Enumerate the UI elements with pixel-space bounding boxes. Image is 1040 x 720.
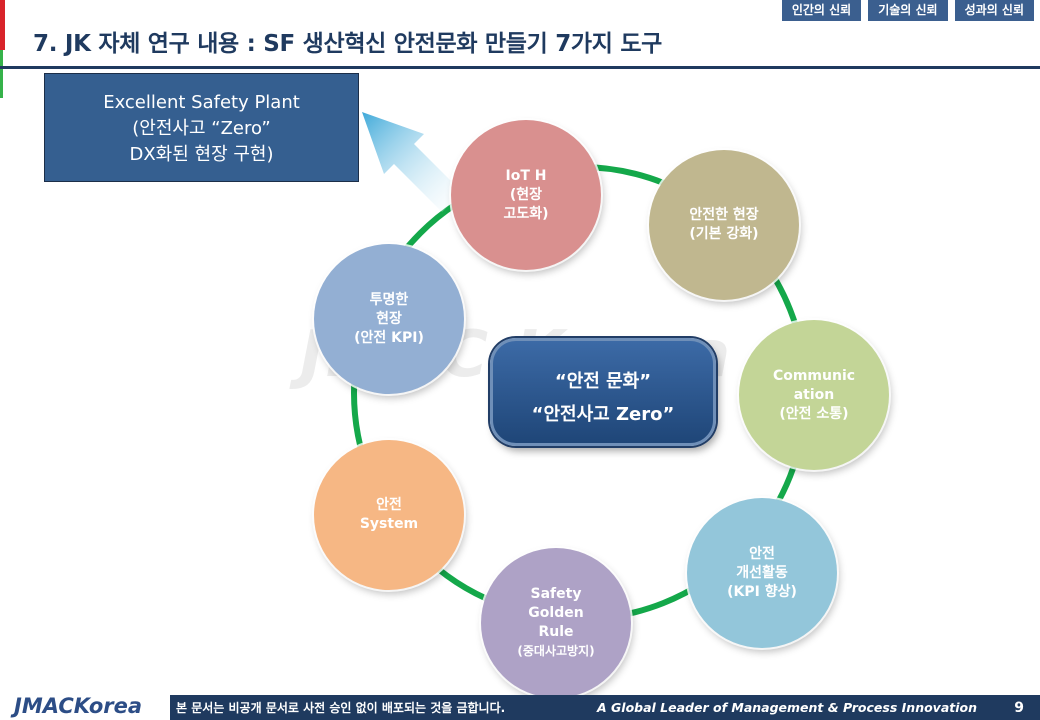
node-safe-site: 안전한 현장 (기본 강화) [649, 150, 799, 300]
node-transparent-site-line-2: 현장 [376, 310, 402, 327]
accent-bar-red [0, 0, 5, 50]
title-divider [0, 66, 1040, 69]
node-golden-rule-line-1: Safety [530, 586, 582, 602]
node-improvement-line-1: 안전 [749, 545, 775, 562]
page-title: 7. JK 자체 연구 내용 : SF 생산혁신 안전문화 만들기 7가지 도구 [33, 31, 663, 57]
company-tagline: A Global Leader of Management & Process … [597, 700, 978, 715]
callout-line-2: (안전사고 “Zero” [132, 118, 271, 139]
node-improvement: 안전 개선활동 (KPI 향상) [687, 498, 837, 648]
header-tabs: 인간의 신뢰 기술의 신뢰 성과의 신뢰 [781, 0, 1034, 21]
node-safe-site-line-1: 안전한 현장 [689, 207, 759, 223]
callout-line-1: Excellent Safety Plant [103, 92, 300, 113]
node-transparent-site: 투명한 현장 (안전 KPI) [314, 244, 464, 394]
node-safety-system-line-2: System [359, 516, 419, 532]
tab-performance-trust[interactable]: 성과의 신뢰 [954, 0, 1034, 21]
node-iot-line-1: IoT H [505, 167, 547, 184]
node-improvement-line-3: (KPI 향상) [727, 583, 797, 600]
confidentiality-notice: 본 문서는 비공개 문서로 사전 승인 없이 배포되는 것을 금합니다. [176, 701, 506, 715]
node-golden-rule-line-4: (중대사고방지) [517, 644, 595, 658]
node-iot-line-3: 고도화) [503, 205, 549, 222]
node-iot-line-2: (현장 [509, 186, 543, 203]
tab-tech-trust[interactable]: 기술의 신뢰 [868, 0, 948, 21]
tab-human-trust[interactable]: 인간의 신뢰 [781, 0, 862, 21]
company-logo: JMACKorea [14, 694, 143, 718]
node-communication-line-2: ation [793, 386, 835, 403]
node-golden-rule: Safety Golden Rule (중대사고방지) [481, 548, 631, 698]
callout-line-3: DX화된 현장 구현) [129, 144, 274, 165]
node-safety-system-line-1: 안전 [376, 497, 402, 513]
node-safe-site-line-2: (기본 강화) [689, 226, 759, 242]
center-line-2: “안전사고 Zero” [531, 404, 675, 425]
node-communication-line-1: Communic [772, 367, 856, 384]
node-communication-line-3: (안전 소통) [779, 405, 849, 422]
goal-callout: Excellent Safety Plant (안전사고 “Zero” DX화된… [44, 73, 359, 182]
node-communication: Communic ation (안전 소통) [739, 320, 889, 470]
footer-bar: 본 문서는 비공개 문서로 사전 승인 없이 배포되는 것을 금합니다. A G… [170, 695, 1040, 720]
node-transparent-site-line-3: (안전 KPI) [354, 329, 424, 346]
center-line-1: “안전 문화” [554, 371, 652, 392]
accent-bar-green [0, 50, 3, 98]
node-transparent-site-line-1: 투명한 [369, 291, 409, 308]
arrow-icon [362, 112, 462, 212]
node-safety-system: 안전 System [314, 440, 464, 590]
node-improvement-line-2: 개선활동 [736, 564, 788, 581]
page-number: 9 [1014, 699, 1024, 716]
node-golden-rule-line-2: Golden [528, 605, 584, 621]
node-iot: IoT H (현장 고도화) [451, 120, 601, 270]
center-safety-culture: “안전 문화” “안전사고 Zero” [490, 338, 716, 446]
node-golden-rule-line-3: Rule [538, 624, 574, 640]
